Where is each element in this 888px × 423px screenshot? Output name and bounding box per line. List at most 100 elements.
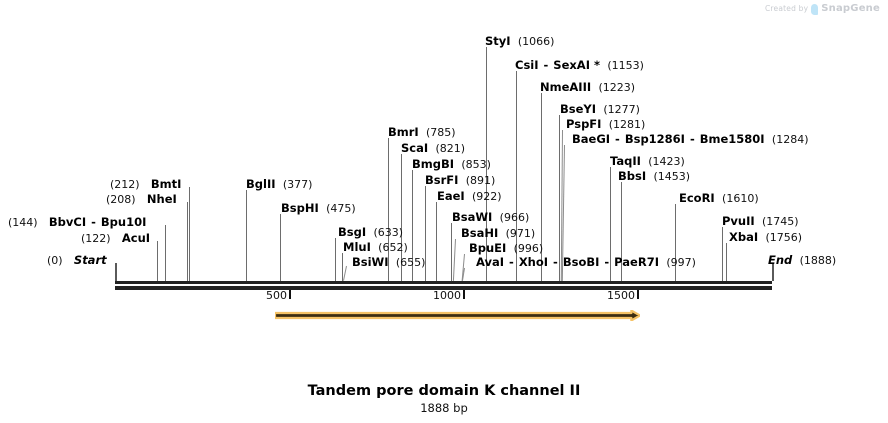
enzyme-label-eaei[interactable]: EaeI (922)	[437, 190, 502, 203]
leader-line-nmeaiii	[540, 93, 542, 281]
enzyme-label-ecori[interactable]: EcoRI (1610)	[679, 192, 759, 205]
enzyme-label-acui[interactable]: (122) AcuI	[81, 232, 150, 245]
leader-line-start	[115, 263, 117, 281]
enzyme-name: Bme1580I	[699, 132, 765, 146]
enzyme-label-bmgbi[interactable]: BmgBI (853)	[412, 158, 491, 171]
page-title: Tandem pore domain K channel II	[307, 383, 581, 399]
enzyme-label-mlui[interactable]: MluI (652)	[343, 241, 408, 254]
leader-line-eaei	[435, 202, 437, 281]
enzyme-label-styi[interactable]: StyI (1066)	[485, 35, 554, 48]
enzyme-position: (652)	[378, 241, 408, 254]
enzyme-position: (1284)	[771, 133, 809, 146]
enzyme-position: (1281)	[608, 118, 646, 131]
leader-line-bsawi	[451, 223, 453, 281]
enzyme-position: (1066)	[517, 35, 555, 48]
enzyme-position: (208)	[106, 193, 136, 206]
leader-line-nhei	[187, 202, 189, 281]
enzyme-position: (1423)	[648, 155, 685, 168]
enzyme-label-start[interactable]: (0) Start	[47, 254, 107, 267]
enzyme-name: NheI	[146, 192, 177, 206]
enzyme-position: (996)	[513, 242, 544, 255]
enzyme-name: BbvCI	[48, 215, 87, 229]
leader-line-bmgbi	[411, 170, 413, 281]
name-separator: -	[600, 255, 614, 269]
enzyme-position: (122)	[81, 232, 111, 245]
enzyme-label-bmri[interactable]: BmrI (785)	[388, 126, 456, 139]
enzyme-label-pspfi[interactable]: PspFI (1281)	[566, 118, 645, 131]
enzyme-label-bsphi[interactable]: BspHI (475)	[281, 202, 356, 215]
enzyme-label-end[interactable]: End (1888)	[768, 254, 836, 267]
enzyme-name: AvaI	[476, 255, 505, 269]
enzyme-label-bsgi[interactable]: BsgI (633)	[338, 226, 403, 239]
enzyme-name: BspHI	[281, 201, 319, 215]
enzyme-name: BmgBI	[412, 157, 455, 171]
enzyme-name: BsaWI	[452, 210, 493, 224]
enzyme-label-bsawi[interactable]: BsaWI (966)	[452, 211, 529, 224]
enzyme-name: TaqII	[610, 154, 641, 168]
enzyme-name: AcuI	[121, 231, 151, 245]
enzyme-position: (475)	[326, 202, 356, 215]
enzyme-label-bpuei[interactable]: BpuEI (996)	[469, 242, 543, 255]
leader-line-acui	[157, 241, 159, 281]
name-separator: -	[539, 58, 553, 72]
ruler-tick-label: 1500	[606, 289, 635, 302]
map-caption: Tandem pore domain K channel II 1888 bp	[0, 383, 888, 415]
enzyme-label-bglii[interactable]: BglII (377)	[246, 178, 312, 191]
leader-line-styi	[485, 47, 487, 281]
leader-line-xbai	[726, 243, 728, 281]
enzyme-position: (853)	[461, 158, 491, 171]
enzyme-label-xbai[interactable]: XbaI (1756)	[729, 231, 802, 244]
star-marker: *	[593, 58, 600, 72]
enzyme-name: Start	[73, 253, 107, 267]
enzyme-label-avai[interactable]: AvaI - XhoI - BsoBI - PaeR7I (997)	[476, 256, 696, 269]
enzyme-label-bseyi[interactable]: BseYI (1277)	[560, 103, 640, 116]
enzyme-name: BaeGI	[572, 132, 611, 146]
enzyme-label-taqii[interactable]: TaqII (1423)	[610, 155, 685, 168]
leader-line-bmri	[388, 138, 390, 281]
enzyme-label-nmeaiii[interactable]: NmeAIII (1223)	[540, 81, 635, 94]
enzyme-position: (891)	[465, 174, 496, 187]
leader-line-mlui	[341, 253, 343, 281]
enzyme-position: (1888)	[799, 254, 837, 267]
enzyme-name: EcoRI	[679, 191, 715, 205]
enzyme-label-bsahi[interactable]: BsaHI (971)	[461, 227, 535, 240]
enzyme-label-pvuii[interactable]: PvuII (1745)	[722, 215, 799, 228]
ruler-tick	[462, 290, 465, 299]
ruler-tick-label: 1000	[432, 289, 461, 302]
snapgene-watermark: Created by SnapGene	[765, 3, 880, 15]
watermark-brand-label: SnapGene	[821, 3, 880, 14]
enzyme-name: BsrFI	[425, 173, 459, 187]
enzyme-position: (1277)	[603, 103, 640, 116]
enzyme-name: StyI	[485, 34, 511, 48]
leader-line-bsiwi	[342, 265, 347, 282]
enzyme-name: PvuII	[722, 214, 755, 228]
enzyme-label-bbsi[interactable]: BbsI (1453)	[618, 170, 690, 183]
leader-line-ecori	[675, 204, 677, 281]
enzyme-position: (1223)	[598, 81, 636, 94]
enzyme-position: (997)	[666, 256, 696, 269]
name-separator: -	[685, 132, 699, 146]
enzyme-label-baegi[interactable]: BaeGI - Bsp1286I - Bme1580I (1284)	[572, 133, 808, 146]
enzyme-position: (377)	[282, 178, 313, 191]
enzyme-name: BseYI	[560, 102, 597, 116]
enzyme-position: (633)	[373, 226, 404, 239]
enzyme-name: EaeI	[437, 189, 465, 203]
enzyme-position: (785)	[426, 126, 456, 139]
enzyme-label-scai[interactable]: ScaI (821)	[401, 142, 465, 155]
enzyme-name: NmeAIII	[540, 80, 592, 94]
enzyme-label-bsiwi[interactable]: BsiWI (655)	[352, 256, 425, 269]
coding-region-arrow[interactable]	[273, 306, 642, 322]
enzyme-label-bmti[interactable]: (212) BmtI	[110, 178, 181, 191]
enzyme-name: Bpu10I	[100, 215, 147, 229]
enzyme-label-nhei[interactable]: (208) NheI	[106, 193, 177, 206]
enzyme-position: (212)	[110, 178, 140, 191]
leader-line-bsphi	[280, 214, 282, 281]
enzyme-label-bbvci[interactable]: (144) BbvCI - Bpu10I	[8, 216, 146, 229]
enzyme-label-bsrfi[interactable]: BsrFI (891)	[425, 174, 495, 187]
leader-line-taqii	[610, 167, 612, 281]
enzyme-label-csii[interactable]: CsiI - SexAI * (1153)	[515, 59, 644, 72]
enzyme-name: BsiWI	[352, 255, 389, 269]
map-backbone-upper-line	[115, 281, 772, 284]
enzyme-position: (966)	[499, 211, 530, 224]
